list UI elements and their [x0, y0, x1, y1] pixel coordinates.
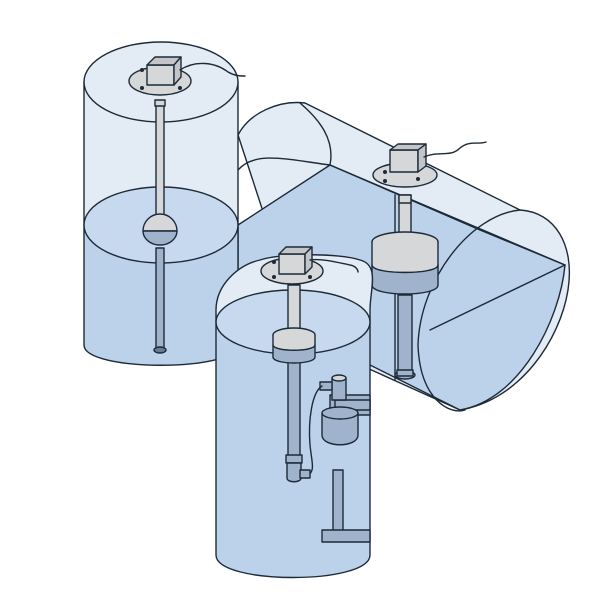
- front-tank-level-sensor: [260, 246, 359, 483]
- pump-assembly: [305, 374, 371, 543]
- horizontal-tank-level-sensor: [371, 141, 487, 381]
- left-tank-level-sensor: [128, 56, 246, 354]
